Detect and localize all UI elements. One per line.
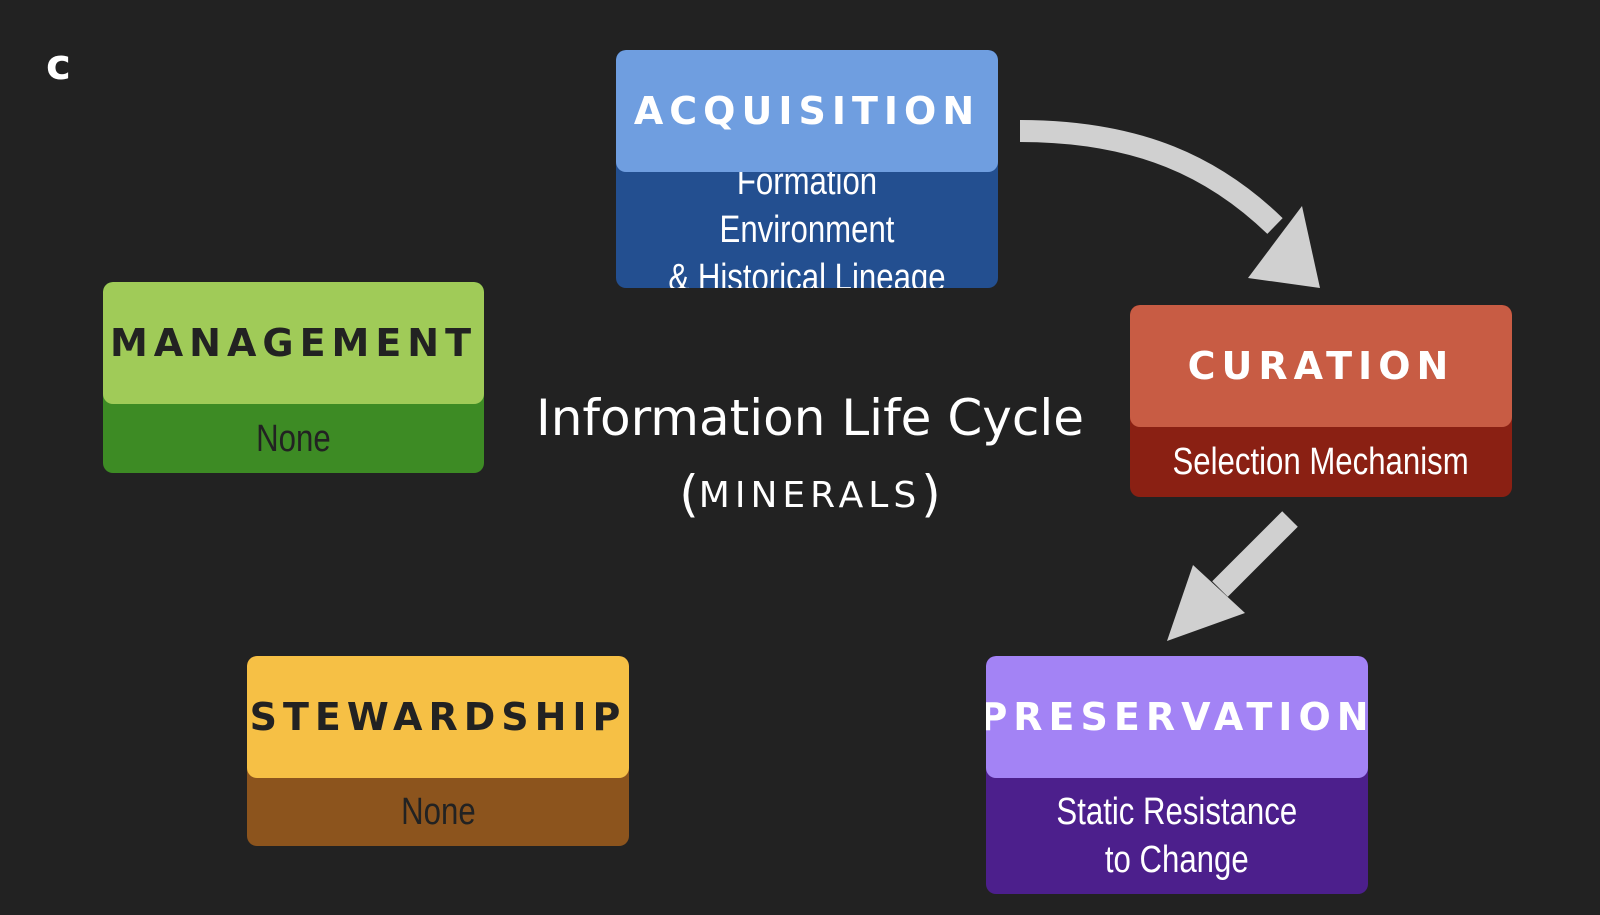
stage-heading-stewardship: STEWARDSHIP [247,656,629,778]
stage-description-acquisition: Formation Environment & Historical Linea… [616,161,998,288]
stage-description-management: None [103,404,484,473]
stage-card-management: MANAGEMENT None [103,282,484,473]
arrow-curation-to-preservation [1167,511,1298,641]
diagram-subtitle: (MINERALS) [679,465,941,523]
preservation-line-1: Static Resistance [1056,791,1298,833]
curation-line-1: Selection Mechanism [1172,441,1470,483]
stage-description-stewardship: None [247,778,629,846]
stage-description-curation: Selection Mechanism [1130,427,1512,497]
arrow-acquisition-to-curation [1019,120,1320,288]
panel-label: c [46,40,71,89]
acquisition-line-1: Formation Environment [719,161,895,251]
diagram-title: Information Life Cycle [536,389,1084,447]
stage-card-curation: CURATION Selection Mechanism [1130,305,1512,497]
stage-card-stewardship: STEWARDSHIP None [247,656,629,846]
stage-heading-preservation: PRESERVATION [986,656,1368,778]
preservation-line-2: to Change [1105,839,1249,881]
stage-heading-acquisition: ACQUISITION [616,50,998,172]
stage-heading-curation: CURATION [1130,305,1512,427]
stage-description-preservation: Static Resistance to Change [986,778,1368,894]
stage-heading-management: MANAGEMENT [103,282,484,404]
management-line-1: None [256,417,331,460]
stage-card-acquisition: ACQUISITION Formation Environment & Hist… [616,50,998,288]
acquisition-line-2: & Historical Lineage [668,257,946,288]
stage-card-preservation: PRESERVATION Static Resistance to Change [986,656,1368,894]
diagram-subtitle-text: MINERALS [698,475,922,516]
stewardship-line-1: None [400,791,476,833]
